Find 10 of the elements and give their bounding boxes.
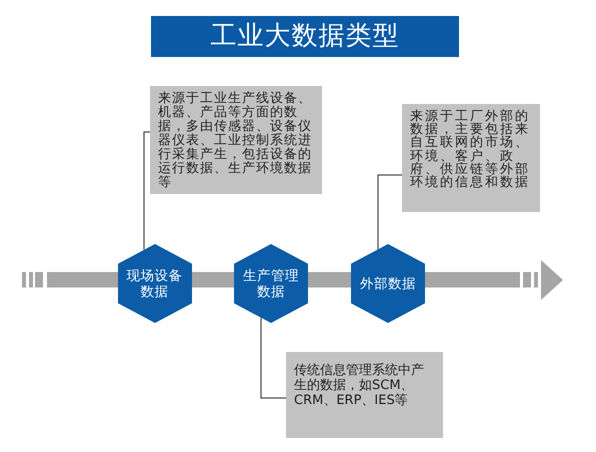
title-banner: 工业大数据类型 bbox=[151, 16, 459, 57]
leader-line bbox=[144, 132, 150, 250]
hexagon: 现场设备数据 bbox=[118, 244, 192, 323]
callout-box: 传统信息管理系统中产生的数据，如SCM、CRM、ERP、IES等 bbox=[286, 352, 443, 438]
callout-box: 来源于工厂外部的数据，主要包括来自互联网的市场、环境、客户、政府、供应链等外部环境的信息和数据 bbox=[402, 104, 540, 212]
leader-line bbox=[260, 317, 286, 398]
hexagon: 生产管理数据 bbox=[234, 244, 308, 323]
hexagon: 外部数据 bbox=[351, 244, 425, 323]
callout-box: 来源于工业生产线设备、机器、产品等方面的数据，多由传感器、设备仪器仪表、工业控制系统进行采集产生，包括设备的运行数据、生产环境数据等 bbox=[150, 86, 322, 194]
leader-line bbox=[378, 174, 402, 250]
